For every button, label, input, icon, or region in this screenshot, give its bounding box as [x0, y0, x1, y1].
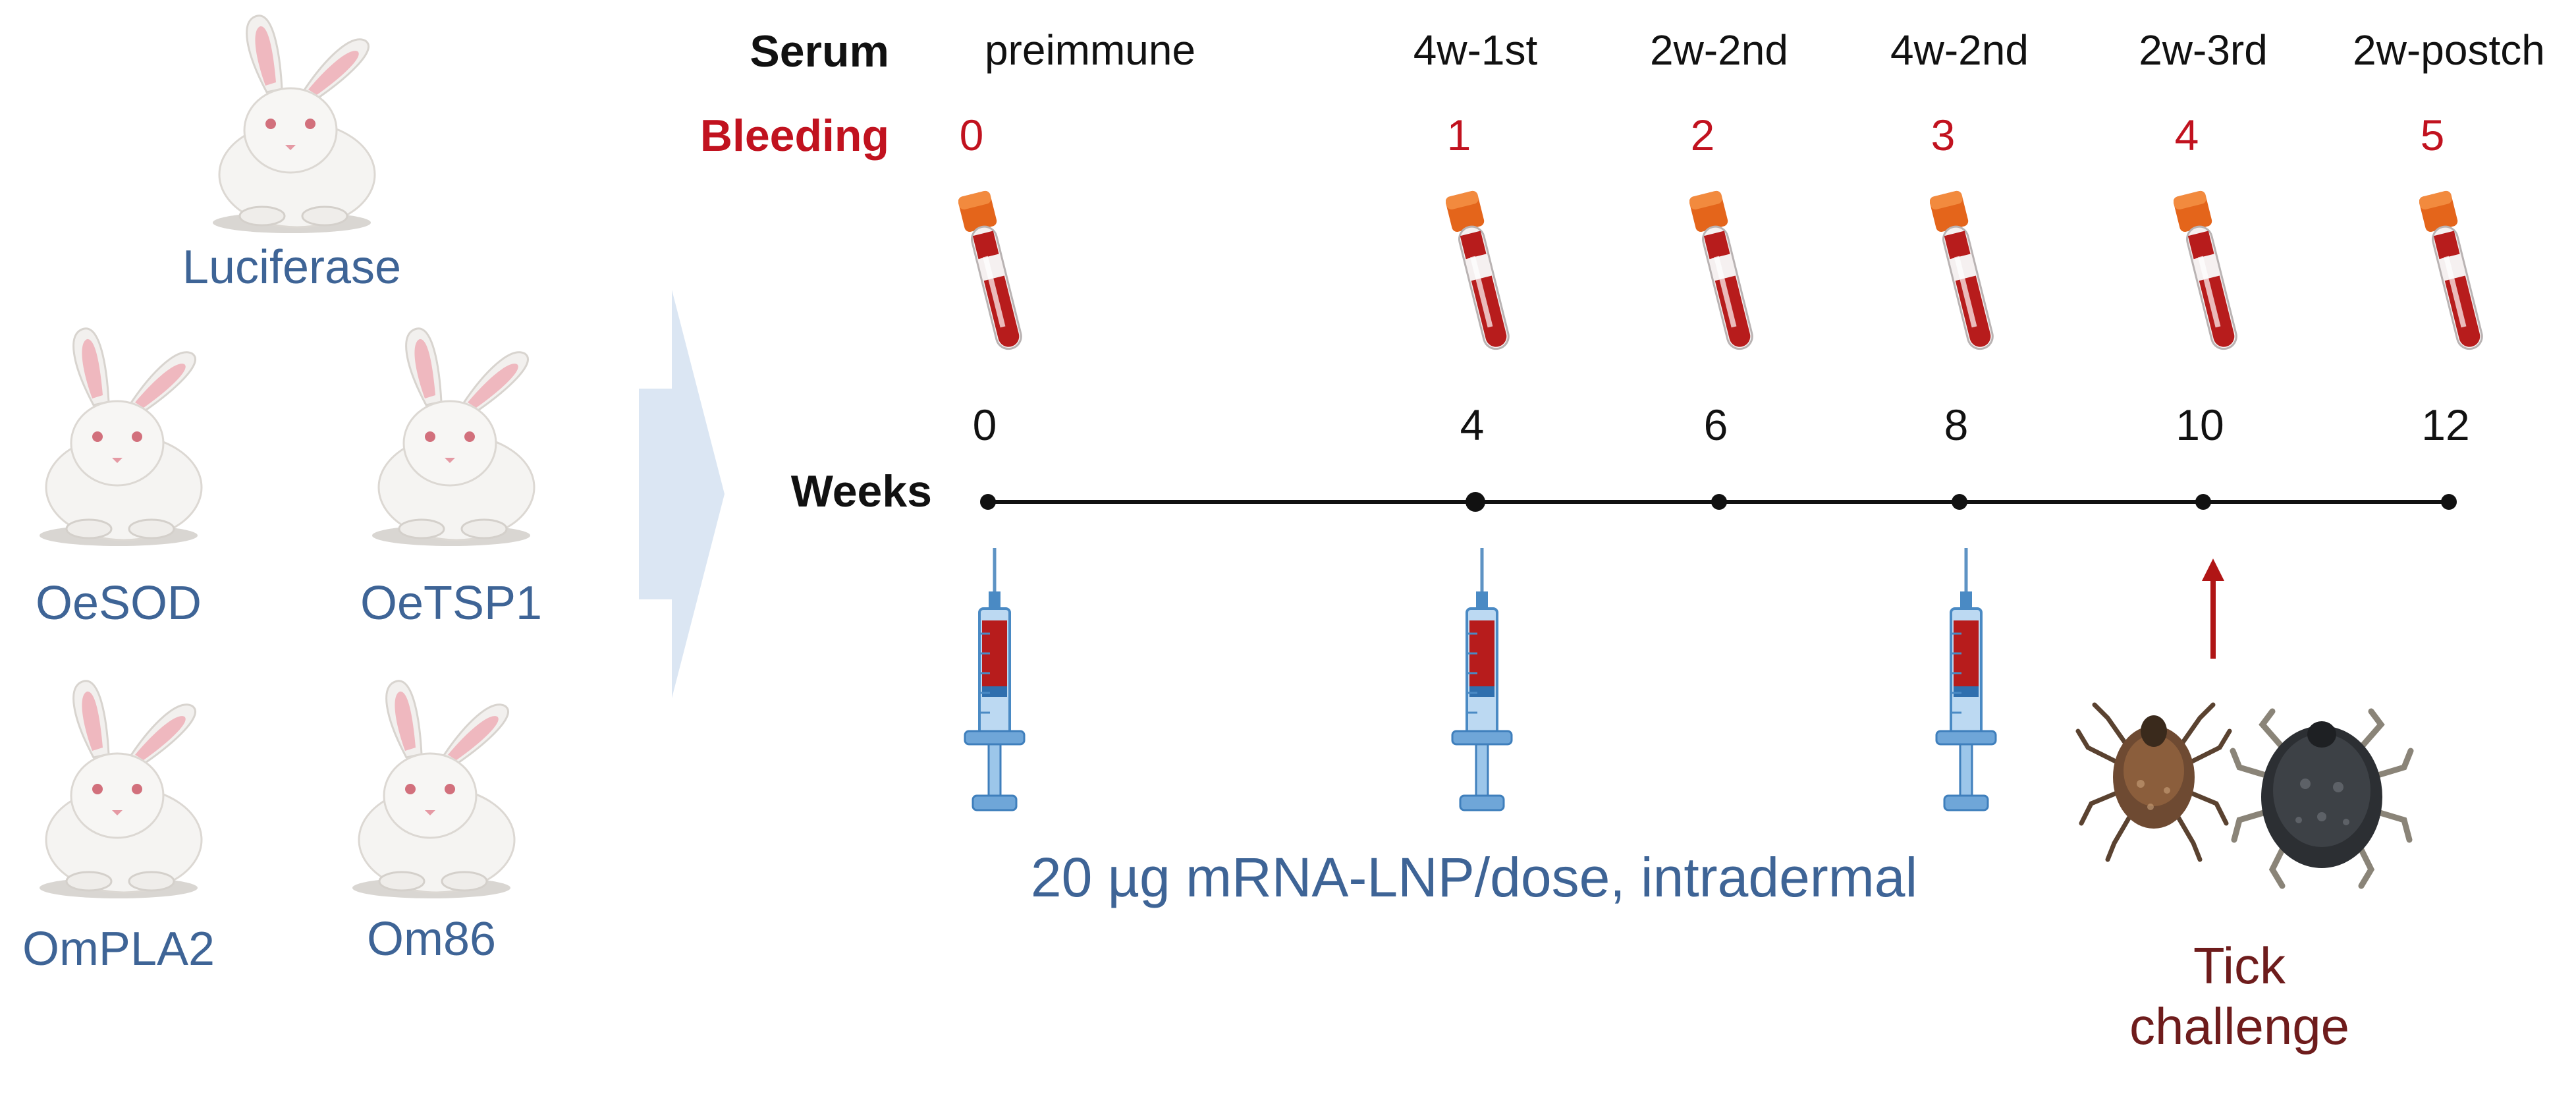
week-number: 4	[1460, 400, 1485, 449]
blood-tube-icon	[2419, 186, 2492, 367]
arrowhead-icon	[2202, 559, 2224, 581]
rabbit-icon	[20, 326, 217, 553]
timepoint-dot	[1466, 492, 1485, 512]
bleeding-number: 0	[959, 111, 984, 159]
timepoint-dot	[1952, 494, 1967, 510]
bleeding-number: 5	[2420, 111, 2445, 159]
week-number: 8	[1944, 400, 1969, 449]
week-number: 0	[972, 400, 997, 449]
week-number: 6	[1703, 400, 1728, 449]
rabbit-icon	[333, 678, 530, 906]
blood-tube-icon	[1445, 186, 1518, 367]
blood-tube-icon	[1929, 186, 2002, 367]
tick-challenge-label: Tick challenge	[2129, 935, 2349, 1056]
serum-label: 2w-postch	[2353, 26, 2545, 74]
rabbit-icon	[352, 326, 550, 553]
bleeding-number: 3	[1931, 111, 1956, 159]
group-label: Om86	[366, 913, 497, 966]
serum-label: preimmune	[984, 26, 1196, 74]
timepoint-dot	[980, 494, 996, 510]
blood-tube-icon	[958, 186, 1031, 367]
group-label: OmPLA2	[22, 923, 215, 975]
blood-tube-icon	[1689, 186, 1762, 367]
bleeding-header: Bleeding	[699, 111, 889, 161]
bleeding-number: 1	[1446, 111, 1471, 159]
big-arrow-icon	[639, 290, 725, 698]
group-label: Luciferase	[182, 241, 402, 294]
bleeding-number: 4	[2174, 111, 2199, 159]
serum-label: 2w-2nd	[1650, 26, 1788, 74]
week-number: 12	[2421, 400, 2470, 449]
dose-text: 20 µg mRNA-LNP/dose, intradermal	[1030, 846, 1918, 908]
bleeding-number: 2	[1690, 111, 1715, 159]
timepoint-dot	[2441, 494, 2457, 510]
group-label: OeSOD	[35, 577, 202, 630]
serum-header: Serum	[750, 26, 889, 76]
week-number: 10	[2176, 400, 2224, 449]
tick-challenge-line1: Tick	[2193, 937, 2286, 995]
blood-tube-icon	[2173, 186, 2246, 367]
serum-label: 2w-3rd	[2139, 26, 2268, 74]
serum-label: 4w-2nd	[1890, 26, 2029, 74]
weeks-header: Weeks	[790, 466, 932, 516]
group-label: OeTSP1	[360, 577, 543, 630]
syringe-icon	[958, 548, 1031, 828]
rabbit-icon	[20, 678, 217, 906]
tick-adult-icon	[2230, 708, 2414, 889]
tick-larva-icon	[2075, 702, 2232, 862]
rabbit-icon	[193, 13, 391, 240]
timepoint-dot	[2195, 494, 2211, 510]
timepoint-dot	[1711, 494, 1727, 510]
syringe-icon	[1446, 548, 1518, 828]
tick-challenge-line2: challenge	[2129, 997, 2349, 1056]
syringe-icon	[1930, 548, 2002, 828]
serum-label: 4w-1st	[1413, 26, 1538, 74]
